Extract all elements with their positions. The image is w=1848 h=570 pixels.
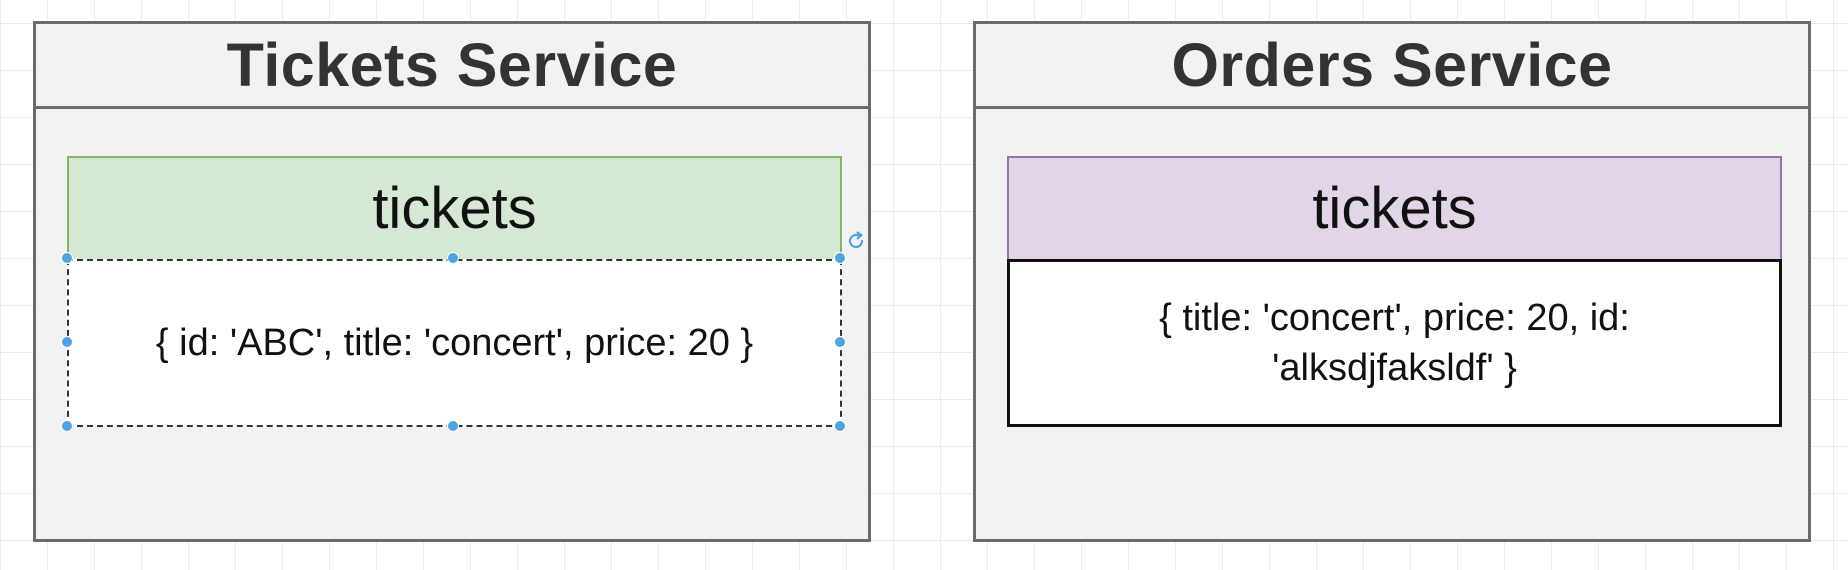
tickets-service-container[interactable]: Tickets Service tickets { id: 'ABC', tit… [33,21,871,542]
resize-handle-middle-left[interactable] [61,336,73,348]
resize-handle-top-left[interactable] [61,252,73,264]
orders-service-record[interactable]: { title: 'concert', price: 20, id: 'alks… [1007,259,1782,427]
resize-handle-bottom-right[interactable] [834,420,846,432]
tickets-service-collection[interactable]: tickets { id: 'ABC', title: 'concert', p… [67,156,842,453]
resize-handle-bottom-left[interactable] [61,420,73,432]
resize-handle-middle-right[interactable] [834,336,846,348]
orders-service-collection[interactable]: tickets { title: 'concert', price: 20, i… [1007,156,1782,453]
tickets-service-record[interactable]: { id: 'ABC', title: 'concert', price: 20… [67,259,842,427]
resize-handle-top-center[interactable] [447,252,459,264]
orders-service-container[interactable]: Orders Service tickets { title: 'concert… [973,21,1811,542]
rotate-icon[interactable] [844,229,868,253]
resize-handle-top-right[interactable] [834,252,846,264]
orders-service-collection-header: tickets [1007,156,1782,259]
tickets-service-record-text: { id: 'ABC', title: 'concert', price: 20… [155,322,754,364]
orders-service-title: Orders Service [976,24,1808,109]
resize-handle-bottom-center[interactable] [447,420,459,432]
tickets-service-collection-header: tickets [67,156,842,259]
tickets-service-title: Tickets Service [36,24,868,109]
orders-service-record-text: { title: 'concert', price: 20, id: 'alks… [1159,297,1630,389]
